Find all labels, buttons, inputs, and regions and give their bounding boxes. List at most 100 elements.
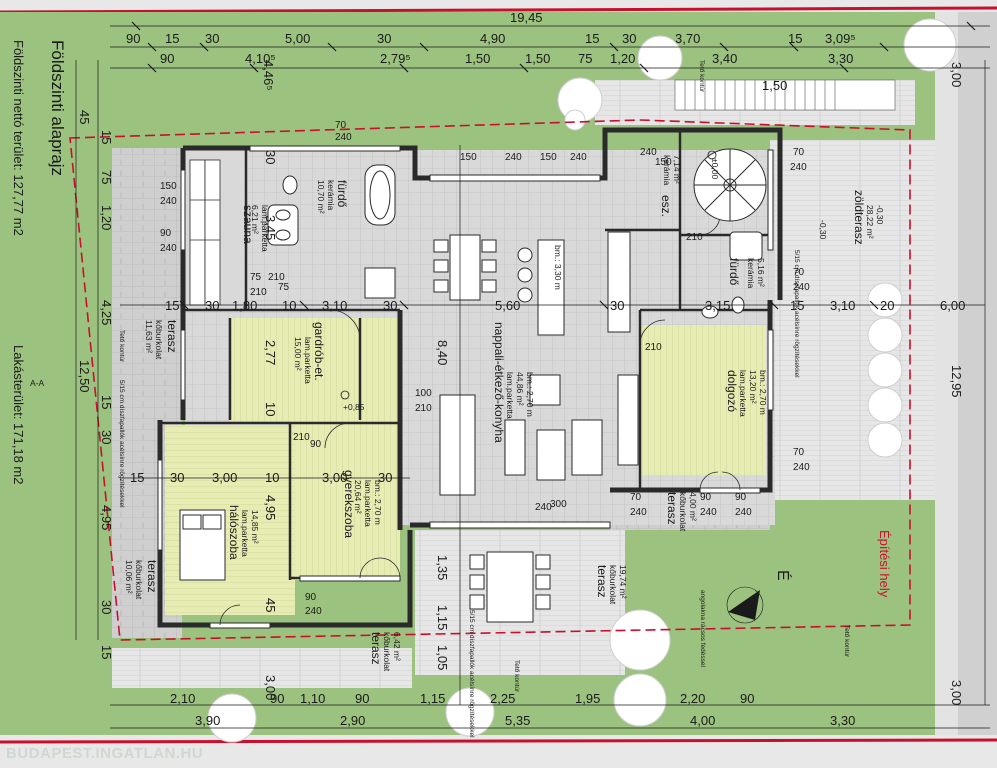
room-szauna-sub2: 6,21 m² (250, 205, 260, 234)
room-furdo2-name: fürdő (727, 258, 741, 286)
opening-10: 150 (655, 157, 672, 168)
opening-41: 210 (645, 342, 662, 353)
dim-top-row2-6: 1,20 (610, 51, 635, 66)
room-gardrob-sub2: 15,00 m² (293, 337, 303, 371)
dim-top-row1-2: 30 (205, 31, 219, 46)
room-nappali-sub3: bm.: 2,70 m (525, 372, 535, 417)
room-halo-name: hálószoba (227, 505, 241, 560)
room-esz-sub1: kerámia (662, 155, 672, 186)
room-nappali-sub1: lam.parketta (505, 372, 515, 419)
dim-bot-1: 90 (270, 691, 284, 706)
dim-top-row1-1: 15 (165, 31, 179, 46)
dim-top-row2-7: 3,40 (712, 51, 737, 66)
dim-top-row2-3: 1,50 (465, 51, 490, 66)
opening-18: 240 (790, 162, 807, 173)
opening-1: 240 (160, 196, 177, 207)
dim-iv-8: 1,15 (435, 605, 450, 630)
dim-int-6: 5,60 (495, 298, 520, 313)
dim-left-5: 15 (99, 395, 114, 409)
watermark: BUDAPEST.INGATLAN.HU (6, 745, 204, 762)
dim-iv-2: 2,77 (263, 340, 278, 365)
opening-29: 90 (735, 492, 747, 503)
room-terasz-w1-sub1: kőburkolat (154, 320, 164, 360)
opening-4: 70 (335, 120, 347, 131)
paving-note-east: 5/15 cm díszfapallók acélsínre rögzítése… (793, 250, 800, 378)
dim-bot2-2: 5,35 (505, 713, 530, 728)
north-mark: É (774, 570, 793, 581)
dim-top-row1-4: 30 (377, 31, 391, 46)
dim-bot2-0: 3,90 (195, 713, 220, 728)
dim-int2-0: 15 (130, 470, 144, 485)
room-terasz-w1-name: terasz (165, 320, 179, 353)
net-area-label: Földszinti nettó terület: 127,77 m2 (11, 40, 26, 236)
paving-note-south: 5/15 cm díszfapallók acélsínre rögzítése… (468, 610, 475, 738)
dim-top-row2-4: 1,50 (525, 51, 550, 66)
room-terasz-w2-name: terasz (145, 560, 159, 593)
room-dolgozo-sub1: lam.parketta (738, 370, 748, 417)
opening-17: 70 (793, 147, 805, 158)
dim-iv-4: 4,95 (263, 495, 278, 520)
dim-int2-1: 30 (170, 470, 184, 485)
dim-bot2-1: 2,90 (340, 713, 365, 728)
dim-int-0: 15 (165, 298, 179, 313)
dim-iv-3: 10 (263, 402, 278, 416)
dim-iv-1: 3,45 (263, 215, 278, 240)
opening-25: 70 (630, 492, 642, 503)
room-terasz-e-sub2: 4,00 m² (688, 492, 698, 521)
dim-top-row1-10: 3,09⁵ (825, 31, 856, 46)
dim-top-row2-8: 3,30 (828, 51, 853, 66)
opening-27: 90 (700, 492, 712, 503)
dim-left-total: 12,50 (77, 360, 92, 393)
dim-top-row2-5: 75 (578, 51, 592, 66)
room-terasz-s1-name: terasz (369, 632, 383, 665)
room-halo-sub2: 14,85 m² (250, 510, 260, 544)
dim-int-5: 30 (383, 298, 397, 313)
room-terasz-e-name: terasz (665, 492, 679, 525)
opening-42: 75 (250, 272, 262, 283)
paving-note-west: 5/15 cm díszfapallók acélsínre rögzítése… (118, 380, 125, 508)
room-zoldterasz-name: zöldterasz (852, 190, 866, 245)
dim-bot-7: 2,20 (680, 691, 705, 706)
opening-43: 210 (250, 287, 267, 298)
dim-int-7: 30 (610, 298, 624, 313)
bar-height-label: bm.: 3,30 m (553, 245, 563, 290)
dim-top-mid-1: 1,50 (762, 78, 787, 93)
opening-6: 150 (460, 152, 477, 163)
room-gyerek-sub1: lam.parketta (363, 480, 373, 527)
dim-left-6: 30 (99, 430, 114, 444)
dim-int-3: 10 (282, 298, 296, 313)
opening-22: 210 (293, 432, 310, 443)
opening-45: 210 (268, 272, 285, 283)
dim-top-row1-6: 15 (585, 31, 599, 46)
room-szauna-name: szauna (241, 205, 255, 244)
dim-left-7: 4,95 (99, 505, 114, 530)
dim-iv-5: 45 (263, 598, 278, 612)
opening-2: 90 (160, 228, 172, 239)
dim-iv-7: 1,35 (435, 555, 450, 580)
dim-bot-5: 2,25 (490, 691, 515, 706)
room-terasz-s1-sub2: 6,42 m² (392, 632, 402, 661)
opening-8: 150 (540, 152, 557, 163)
dim-right-1: 12,95 (949, 365, 964, 398)
room-dolgozo-name: dolgozó (725, 370, 739, 412)
dim-int-12: 6,00 (940, 298, 965, 313)
room-furdo2-sub1: kerámia (746, 258, 756, 289)
dim-int2-4: 3,00 (322, 470, 347, 485)
dim-bot-4: 1,15 (420, 691, 445, 706)
dim-left-1: 15 (99, 130, 114, 144)
room-terasz-s1-sub1: kőburkolat (382, 632, 392, 672)
opening-37: 70 (793, 267, 805, 278)
dim-int-9: 15 (790, 298, 804, 313)
opening-40: 240 (793, 462, 810, 473)
dim-iv-6: 8,40 (435, 340, 450, 365)
dim-left-2: 75 (99, 170, 114, 184)
room-nappali-sub2: 44,86 m² (515, 372, 525, 406)
dim-top-row1-0: 90 (126, 31, 140, 46)
dim-int-10: 3,10 (830, 298, 855, 313)
dim-top-row2-2: 2,79⁵ (380, 51, 411, 66)
opening-5: 240 (335, 132, 352, 143)
opening-11: 240 (640, 147, 657, 158)
room-dolgozo-sub3: bm.: 2,70 m (758, 370, 768, 415)
